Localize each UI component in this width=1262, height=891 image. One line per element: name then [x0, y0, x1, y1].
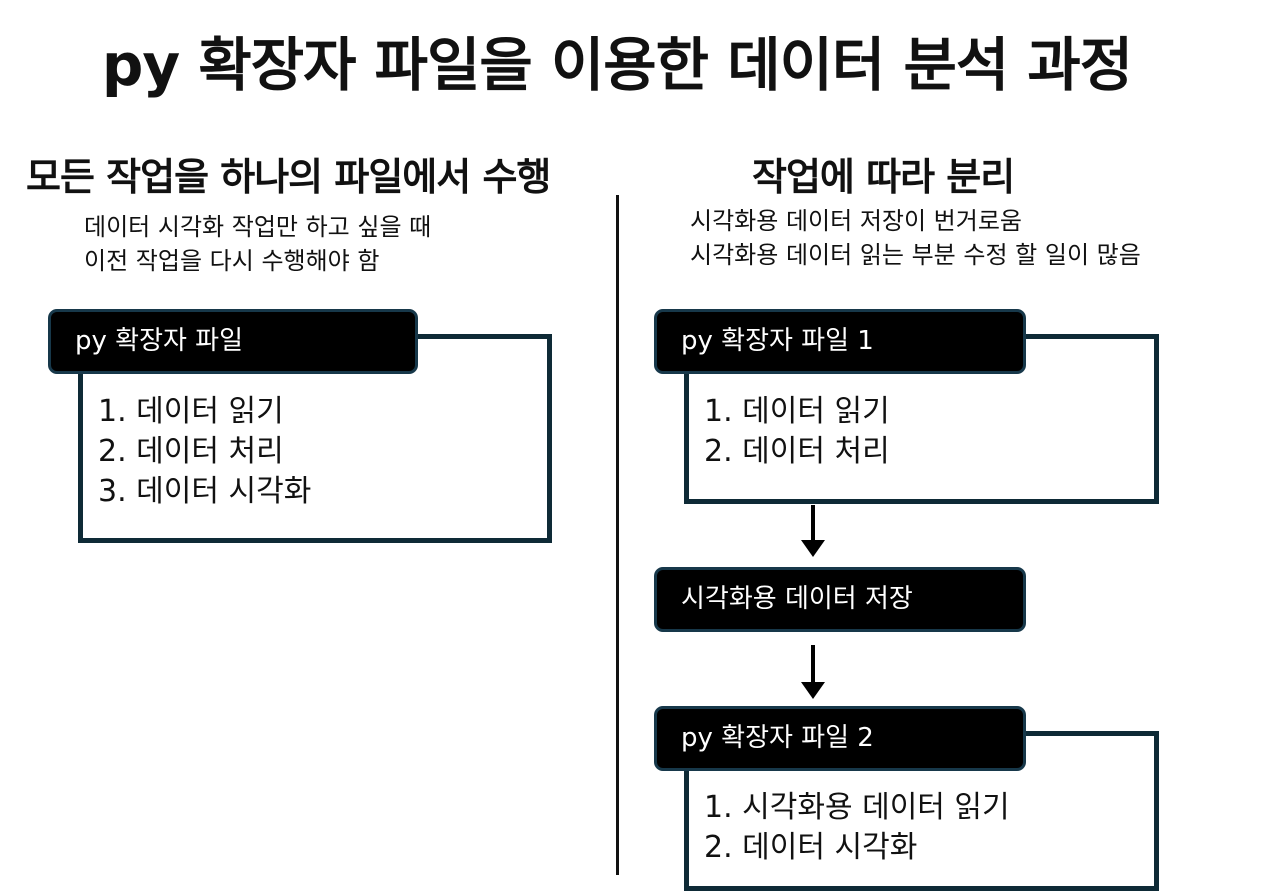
flow-arrow-down: [801, 505, 825, 557]
flow-arrow-down: [801, 645, 825, 699]
step-item: 3. 데이터 시각화: [98, 474, 312, 509]
right-notes: 시각화용 데이터 저장이 번거로움 시각화용 데이터 읽는 부분 수정 할 일이…: [690, 204, 1141, 272]
right-note-line: 시각화용 데이터 읽는 부분 수정 할 일이 많음: [690, 241, 1141, 269]
column-divider: [616, 195, 619, 875]
right-file1-label: py 확장자 파일 1: [654, 309, 1026, 374]
page-title: py 확장자 파일을 이용한 데이터 분석 과정: [101, 31, 1133, 99]
left-file-label: py 확장자 파일: [48, 309, 418, 374]
right-file1-steps: 1. 데이터 읽기 2. 데이터 처리: [704, 392, 890, 472]
step-item: 1. 데이터 읽기: [704, 394, 890, 429]
right-heading: 작업에 따라 분리: [752, 155, 1015, 199]
right-file2-label: py 확장자 파일 2: [654, 706, 1026, 771]
save-visualization-data-step: 시각화용 데이터 저장: [654, 567, 1026, 632]
step-item: 1. 시각화용 데이터 읽기: [704, 790, 1010, 825]
left-notes: 데이터 시각화 작업만 하고 싶을 때 이전 작업을 다시 수행해야 함: [84, 210, 431, 278]
left-note-line: 이전 작업을 다시 수행해야 함: [84, 247, 380, 275]
left-note-line: 데이터 시각화 작업만 하고 싶을 때: [84, 213, 432, 241]
step-item: 2. 데이터 시각화: [704, 830, 918, 865]
right-note-line: 시각화용 데이터 저장이 번거로움: [690, 207, 1023, 235]
step-item: 2. 데이터 처리: [98, 434, 284, 469]
step-item: 1. 데이터 읽기: [98, 394, 284, 429]
left-heading: 모든 작업을 하나의 파일에서 수행: [26, 155, 551, 199]
right-file2-steps: 1. 시각화용 데이터 읽기 2. 데이터 시각화: [704, 788, 1010, 868]
left-file-steps: 1. 데이터 읽기 2. 데이터 처리 3. 데이터 시각화: [98, 392, 311, 512]
step-item: 2. 데이터 처리: [704, 434, 890, 469]
